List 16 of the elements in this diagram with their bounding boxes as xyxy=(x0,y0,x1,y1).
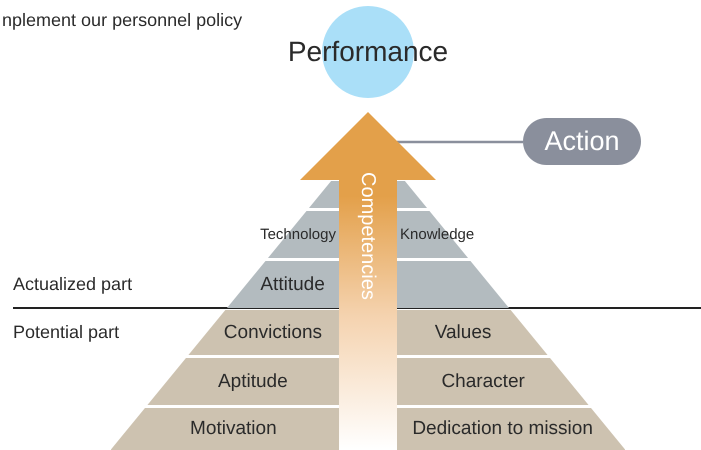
layer-label: Character xyxy=(441,370,525,392)
layer-label: Values xyxy=(434,322,492,344)
heading-text: nplement our personnel policy xyxy=(2,10,242,31)
node-label: Performance xyxy=(288,36,448,68)
layer-label: Motivation xyxy=(190,418,277,440)
section-label: Actualized part xyxy=(13,274,132,295)
layer-label: Knowledge xyxy=(400,226,474,243)
layer-label: Technology xyxy=(260,226,336,243)
section-label: Potential part xyxy=(13,322,120,343)
layer-label: Convictions xyxy=(224,322,322,344)
layer-label: Dedication to mission xyxy=(412,418,593,440)
action-tag: Action xyxy=(523,118,641,165)
arrow-label: Competencies xyxy=(356,172,379,300)
layer-label: Aptitude xyxy=(218,370,288,392)
layer-label: Attitude xyxy=(260,274,325,296)
leader-line xyxy=(397,140,523,144)
